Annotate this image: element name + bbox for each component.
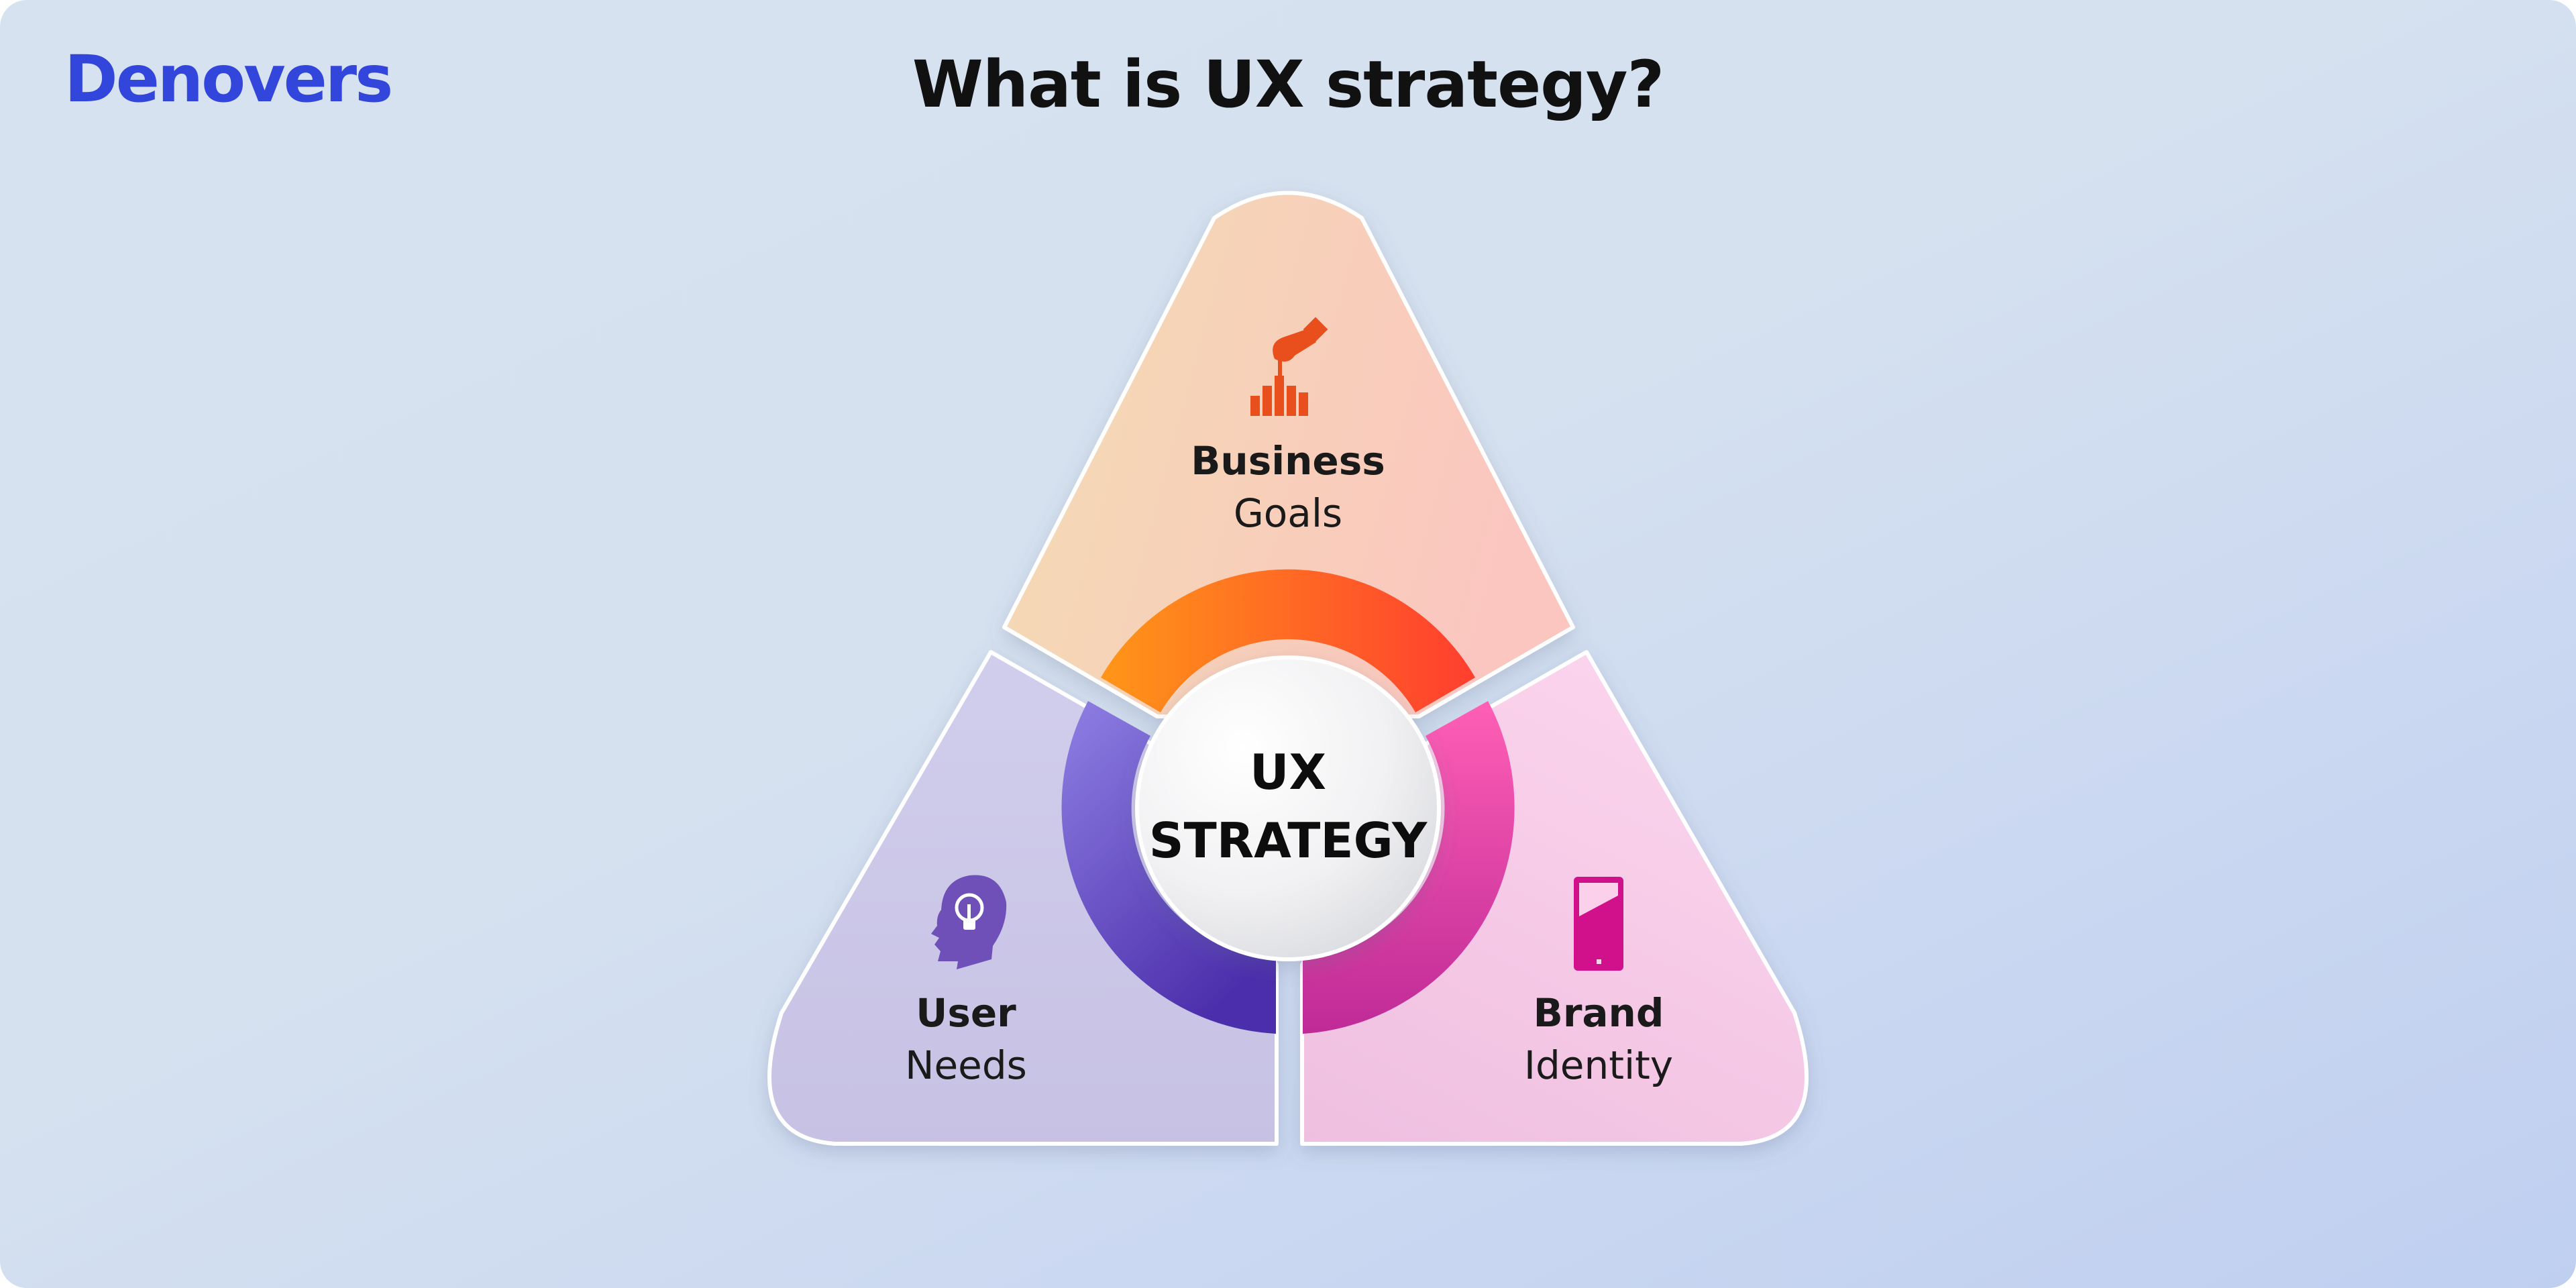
denovers-logo[interactable]: Denovers: [64, 42, 393, 117]
ring-arc-business: [1101, 569, 1475, 712]
business-label-bold: Business: [1191, 438, 1385, 484]
center-label-line1: UX: [1250, 744, 1326, 800]
smartphone-icon: [1574, 877, 1623, 971]
brand-label-bold: Brand: [1534, 990, 1664, 1036]
business-label-regular: Goals: [1234, 490, 1342, 536]
page-title: What is UX strategy?: [912, 47, 1664, 122]
head-lightbulb-icon: [931, 875, 1007, 969]
user-label-regular: Needs: [905, 1042, 1027, 1088]
brand-label-regular: Identity: [1524, 1042, 1673, 1088]
segment-business-goals: [1002, 191, 1575, 718]
center-label-line2: STRATEGY: [1149, 812, 1428, 869]
center-circle: [1135, 655, 1441, 961]
hand-bar-chart-icon: [1250, 317, 1328, 416]
ring-arc-brand: [1303, 701, 1515, 1034]
user-label-bold: User: [916, 990, 1016, 1036]
ring-arc-user: [1061, 701, 1276, 1034]
